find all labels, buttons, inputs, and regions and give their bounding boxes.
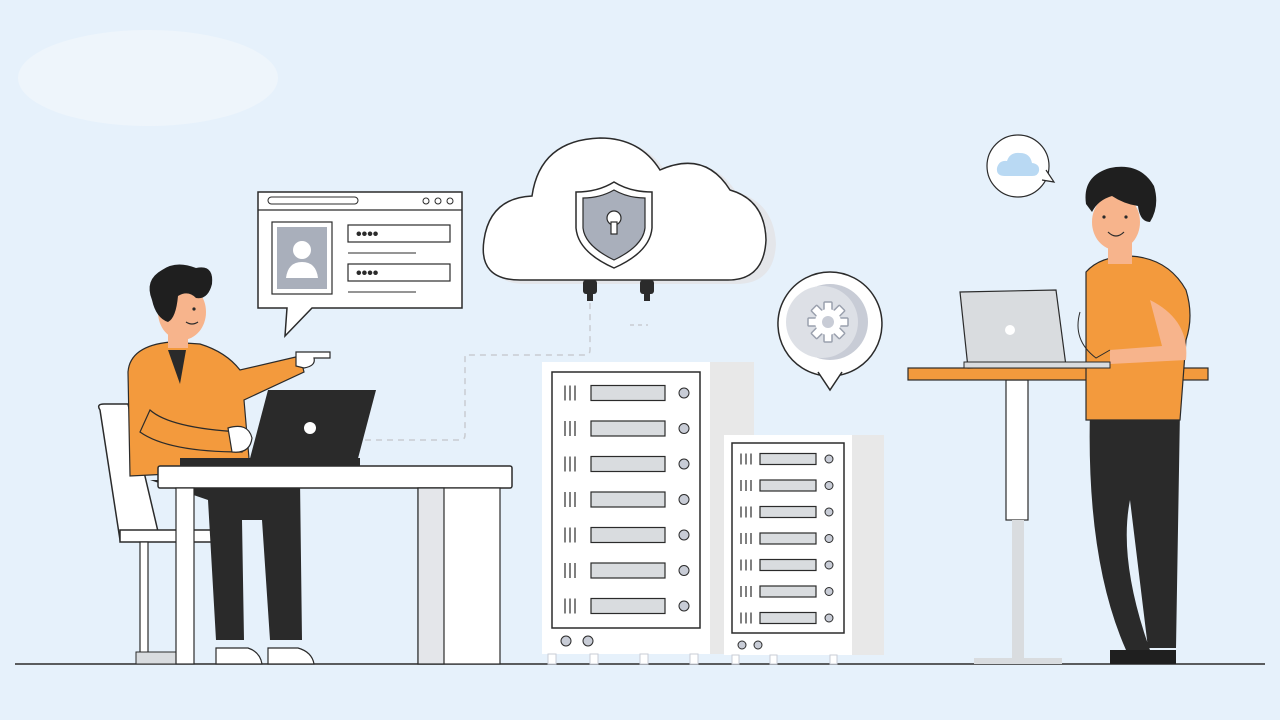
status-led	[678, 529, 690, 541]
dashed-connector	[365, 300, 591, 441]
status-led	[824, 454, 834, 464]
password-mask-2: ••••	[356, 265, 379, 282]
drive-bay	[759, 558, 817, 572]
server-unit	[740, 611, 834, 625]
background-blob	[18, 30, 278, 126]
status-led	[678, 387, 690, 399]
drive-bay	[759, 611, 817, 625]
status-led	[678, 600, 690, 612]
drive-bay	[759, 532, 817, 545]
login-card: •••• ••••	[257, 191, 463, 339]
drive-bay	[759, 505, 817, 519]
status-led	[678, 494, 690, 505]
server-unit	[740, 585, 834, 598]
password-field-2	[347, 263, 451, 282]
server-unit	[564, 526, 690, 544]
server-unit	[740, 558, 834, 572]
shield-lock-icon	[575, 181, 653, 269]
user-avatar-icon	[271, 221, 333, 295]
password-field-1	[347, 224, 451, 243]
drive-bay	[759, 585, 817, 598]
cloud-badge	[986, 134, 1056, 198]
gear-icon	[807, 301, 849, 343]
status-led	[824, 560, 834, 570]
status-led	[678, 423, 690, 434]
server-units	[740, 452, 834, 625]
drive-bay	[590, 597, 666, 615]
status-led	[824, 613, 834, 623]
server-unit	[740, 479, 834, 492]
right-person-scene	[907, 166, 1209, 664]
server-unit	[740, 532, 834, 545]
status-led	[678, 458, 690, 470]
desk	[157, 465, 513, 665]
apple-logo-icon	[304, 422, 316, 434]
server-unit	[564, 455, 690, 473]
server-unit	[740, 452, 834, 466]
status-led	[824, 534, 834, 543]
laptop-dark	[180, 390, 376, 466]
cloud-icon	[996, 152, 1040, 176]
drive-bay	[759, 479, 817, 492]
drive-bay	[759, 452, 817, 466]
drive-bay	[590, 562, 666, 579]
server-rack-small	[724, 435, 884, 665]
drive-bay	[590, 526, 666, 544]
status-led	[824, 587, 834, 596]
drive-bay	[590, 455, 666, 473]
server-unit	[564, 597, 690, 615]
server-unit	[564, 562, 690, 579]
server-rack-large	[542, 362, 754, 665]
server-units	[564, 384, 690, 615]
apple-logo-icon	[1005, 325, 1015, 335]
server-unit	[564, 384, 690, 402]
status-led	[824, 481, 834, 490]
drive-bay	[590, 384, 666, 402]
status-led	[824, 507, 834, 517]
laptop-light	[959, 289, 1111, 369]
server-unit	[564, 491, 690, 508]
password-mask-1: ••••	[356, 226, 379, 243]
status-led	[678, 565, 690, 576]
server-unit	[564, 420, 690, 437]
drive-bay	[590, 491, 666, 508]
left-person-scene	[97, 264, 513, 665]
drive-bay	[590, 420, 666, 437]
server-unit	[740, 505, 834, 519]
